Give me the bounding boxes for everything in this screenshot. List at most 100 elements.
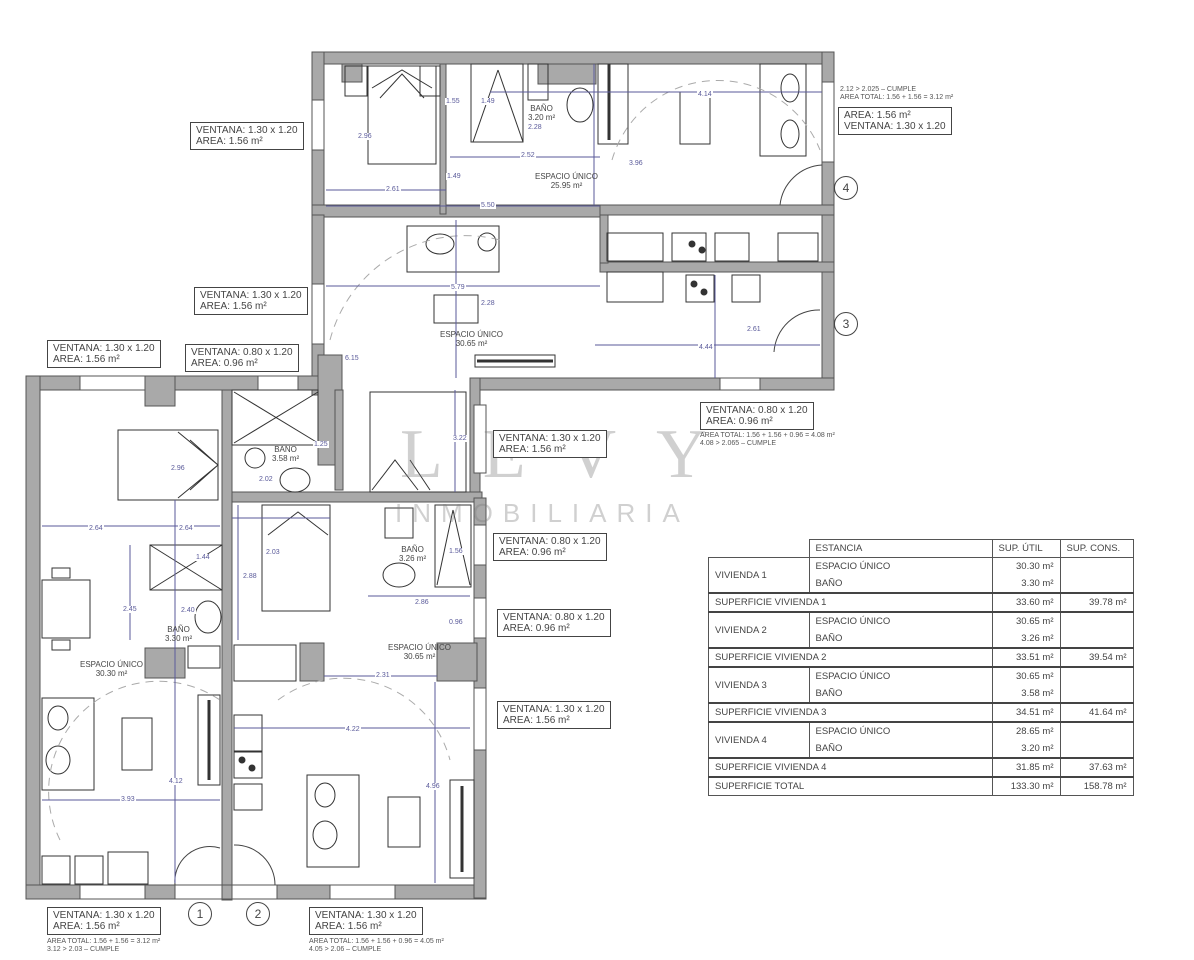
dimension-value: 0.96 (448, 619, 464, 626)
dimension-value: 2.40 (180, 607, 196, 614)
dimension-value: 4.12 (168, 778, 184, 785)
dimension-value: 3.22 (452, 435, 468, 442)
dimension-value: 2.86 (414, 599, 430, 606)
dimension-value: 2.03 (265, 549, 281, 556)
dimension-value: 4.14 (697, 91, 713, 98)
dimension-value: 4.96 (425, 783, 441, 790)
header-sup-cons: SUP. CONS. (1059, 539, 1134, 558)
furniture (41, 63, 823, 886)
dimension-value: 4.44 (698, 344, 714, 351)
dimension-value: 1.49 (480, 98, 496, 105)
dimension-value: 2.45 (122, 606, 138, 613)
dimension-value: 2.61 (746, 326, 762, 333)
watermark-sub: INMOBILIARIA (395, 498, 690, 528)
grand-total-util: 133.30 m² (991, 776, 1061, 796)
dimension-value: 4.22 (345, 726, 361, 733)
compliance-note: AREA TOTAL: 1.56 + 1.56 + 0.96 = 4.05 m²… (309, 938, 444, 953)
entry-marker: 3 (834, 312, 858, 336)
dimension-value: 3.96 (628, 160, 644, 167)
dimension-value: 1.55 (445, 98, 461, 105)
total-cons: 37.63 m² (1059, 757, 1134, 778)
dimension-value: 2.02 (258, 476, 274, 483)
total-util: 34.51 m² (991, 702, 1061, 723)
table-header-row: ESTANCIA SUP. ÚTIL SUP. CONS. (709, 539, 1134, 558)
total-label: SUPERFICIE VIVIENDA 2 (708, 647, 993, 668)
dimension-value: 3.93 (120, 796, 136, 803)
dimension-value: 1.49 (446, 173, 462, 180)
total-label: SUPERFICIE VIVIENDA 4 (708, 757, 993, 778)
dimension-value: 2.31 (375, 672, 391, 679)
total-cons: 39.78 m² (1059, 592, 1134, 613)
dimension-value: 2.96 (170, 465, 186, 472)
grand-total-label: SUPERFICIE TOTAL (708, 776, 993, 796)
table-total-row: SUPERFICIE VIVIENDA 1 33.60 m² 39.78 m² (708, 592, 1134, 613)
sup-cons-cell (1059, 557, 1134, 594)
vivienda-cell: VIVIENDA 3 (708, 666, 810, 704)
dimension-value: 1.25 (313, 441, 329, 448)
total-util: 33.60 m² (991, 592, 1061, 613)
dimension-lines (42, 64, 822, 883)
entry-marker: 4 (834, 176, 858, 200)
dimension-value: 2.96 (357, 133, 373, 140)
dimension-value: 2.64 (178, 525, 194, 532)
entry-marker: 2 (246, 902, 270, 926)
total-util: 31.85 m² (991, 757, 1061, 778)
dimension-value: 1.56 (448, 548, 464, 555)
dimension-value: 1.44 (195, 554, 211, 561)
vivienda-cell: VIVIENDA 1 (708, 557, 810, 594)
vivienda-cell: VIVIENDA 4 (708, 721, 810, 759)
windows (79, 81, 835, 900)
entry-marker: 1 (188, 902, 212, 926)
area-table: ESTANCIA SUP. ÚTIL SUP. CONS. VIVIENDA 1… (708, 539, 1134, 796)
vivienda-cell: VIVIENDA 2 (708, 611, 810, 649)
total-cons: 41.64 m² (1059, 702, 1134, 723)
table-total-row: SUPERFICIE VIVIENDA 3 34.51 m² 41.64 m² (708, 702, 1134, 723)
table-total-row: SUPERFICIE VIVIENDA 4 31.85 m² 37.63 m² (708, 757, 1134, 778)
table-total-row: SUPERFICIE VIVIENDA 2 33.51 m² 39.54 m² (708, 647, 1134, 668)
header-sup-util: SUP. ÚTIL (991, 539, 1061, 558)
grand-total-row: SUPERFICIE TOTAL 133.30 m² 158.78 m² (708, 776, 1134, 796)
total-label: SUPERFICIE VIVIENDA 3 (708, 702, 993, 723)
dimension-value: 5.79 (450, 284, 466, 291)
total-util: 33.51 m² (991, 647, 1061, 668)
dimension-value: 5.50 (480, 202, 496, 209)
dimension-value: 2.28 (527, 124, 543, 131)
compliance-note: AREA TOTAL: 1.56 + 1.56 + 0.96 = 4.08 m²… (700, 432, 835, 447)
header-estancia: ESTANCIA (808, 539, 993, 558)
dimension-value: 2.52 (520, 152, 536, 159)
total-label: SUPERFICIE VIVIENDA 1 (708, 592, 993, 613)
